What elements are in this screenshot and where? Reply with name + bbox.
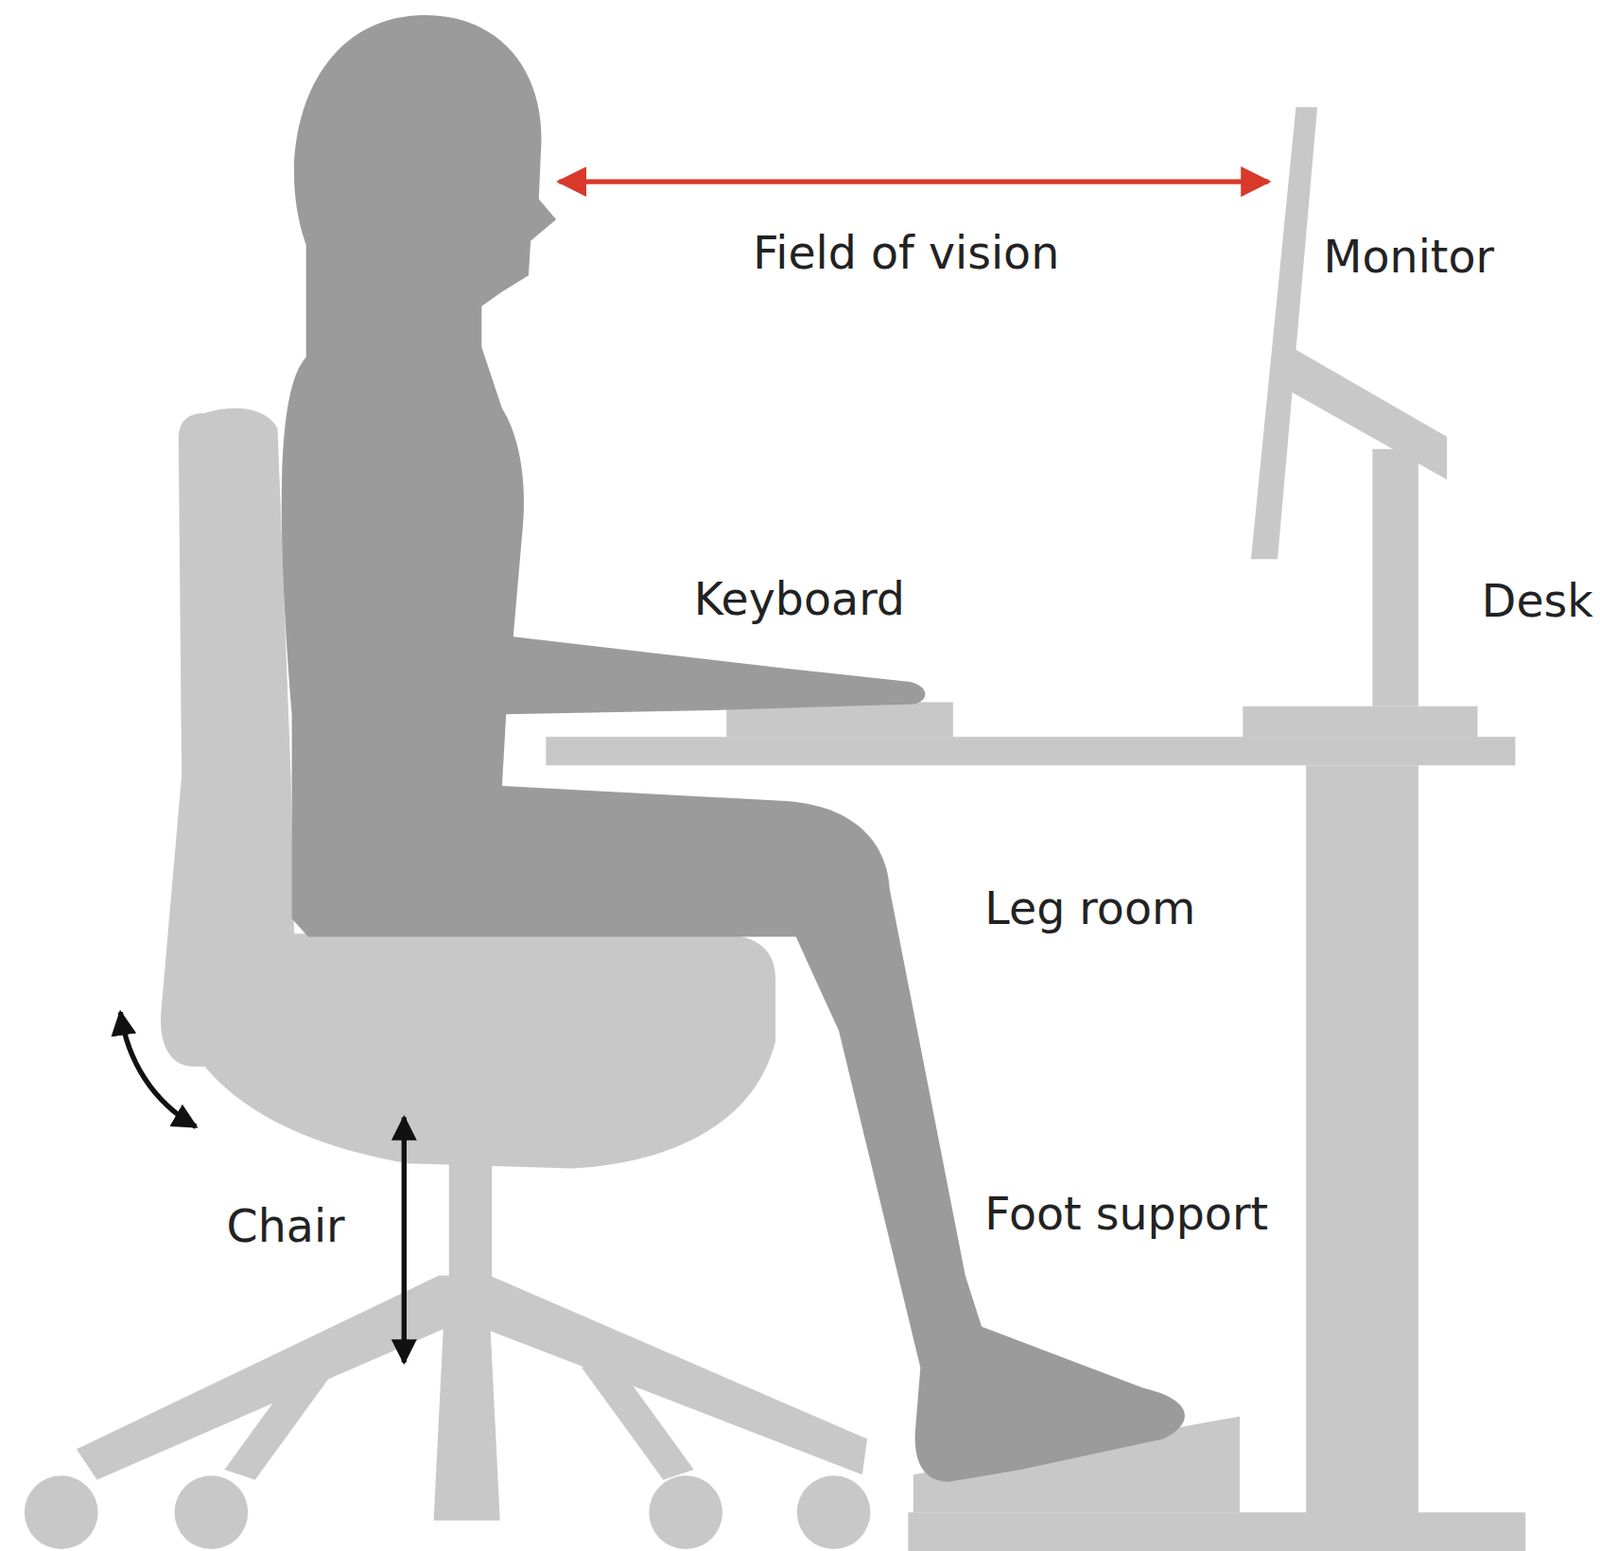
chair-wheel — [648, 1475, 723, 1549]
chair-stem — [449, 1152, 492, 1291]
monitor-arm — [1287, 345, 1447, 480]
chair-wheel — [24, 1475, 99, 1549]
part-label: Chair — [226, 1203, 346, 1249]
part-label: Foot support — [984, 1191, 1269, 1236]
chair-base — [224, 1356, 337, 1479]
height-arrow — [401, 1117, 407, 1363]
tilt-arrow — [120, 1011, 196, 1127]
monitor-base — [1242, 706, 1478, 737]
chair-wheel — [797, 1475, 871, 1549]
part-label: Keyboard — [694, 576, 905, 622]
monitor-screen — [1251, 106, 1318, 559]
chair-wheel — [174, 1475, 249, 1549]
part-label: Desk — [1481, 578, 1594, 624]
chair-base — [581, 1356, 695, 1479]
part-label: Monitor — [1323, 234, 1495, 279]
part-label: Field of vision — [752, 230, 1060, 276]
chair-seat — [178, 933, 776, 1168]
person-silhouette — [281, 15, 1185, 1482]
desk-foot — [907, 1512, 1526, 1551]
part-label: Leg room — [984, 886, 1196, 931]
vision-arrow — [558, 178, 1269, 184]
chair-base — [434, 1316, 501, 1521]
monitor-stand — [1372, 449, 1419, 707]
desk-leg — [1305, 765, 1419, 1521]
desk-top — [545, 736, 1515, 766]
